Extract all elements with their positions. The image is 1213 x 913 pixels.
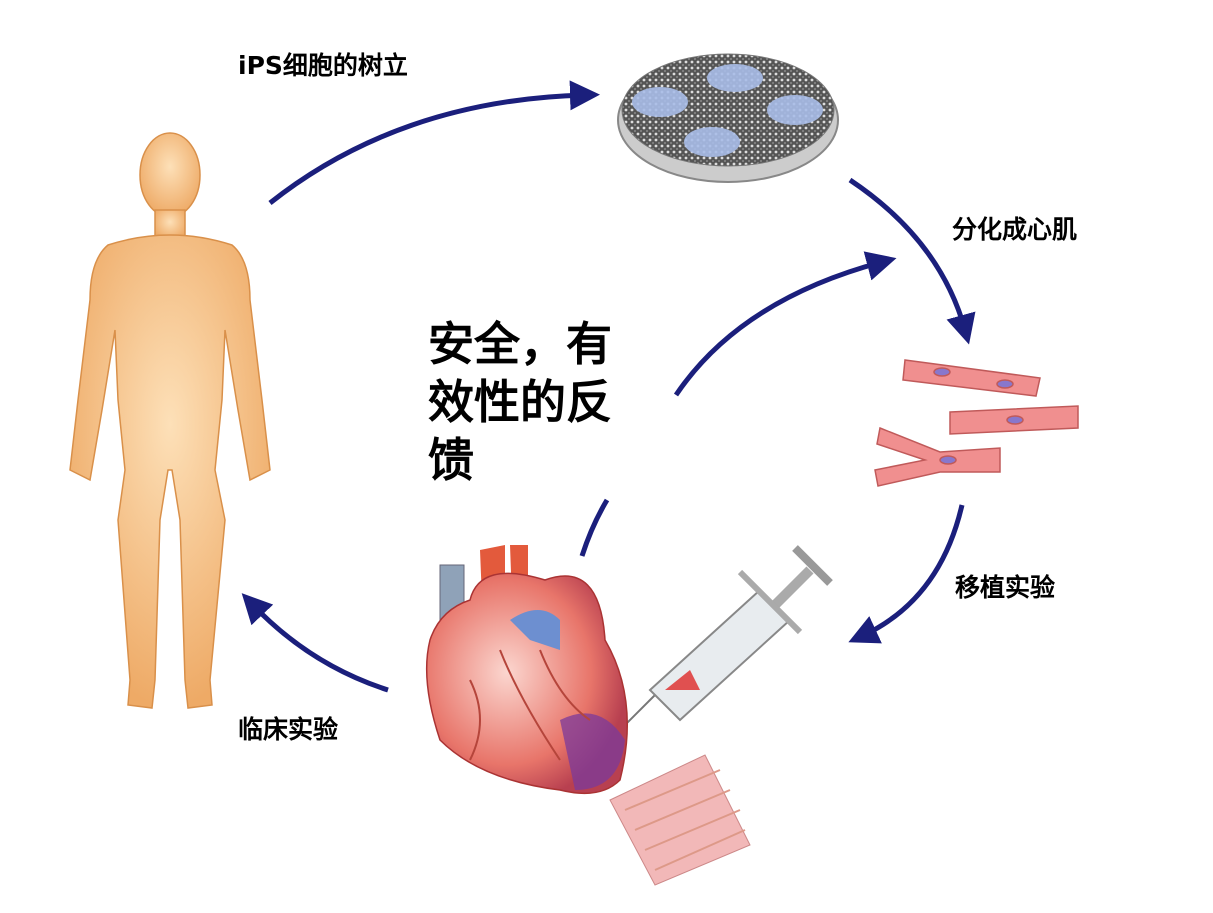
label-ips-establishment: iPS细胞的树立	[238, 51, 408, 80]
label-transplant-experiment: 移植实验	[955, 573, 1056, 602]
label-differentiation: 分化成心肌	[952, 215, 1078, 244]
arrow-ips	[268, 80, 600, 205]
arrow-clinical	[241, 593, 389, 693]
arrow-differentiate	[848, 177, 976, 345]
feedback-line-1: 安全，有	[428, 317, 612, 371]
feedback-line-3: 馈	[428, 433, 474, 487]
human-body-illustration	[69, 132, 271, 709]
arrow-transplant	[848, 504, 965, 644]
label-clinical-trial: 临床实验	[238, 715, 339, 744]
cardiac-tissue-patch	[609, 754, 751, 886]
petri-dish-illustration	[617, 53, 839, 183]
arrow-feedback	[579, 251, 897, 557]
feedback-line-2: 效性的反	[428, 375, 612, 429]
feedback-text: 安全，有 效性的反 馈	[428, 315, 612, 489]
syringe-illustration	[599, 545, 833, 751]
cardiomyocytes-illustration	[874, 359, 1079, 487]
heart-illustration	[425, 545, 628, 795]
